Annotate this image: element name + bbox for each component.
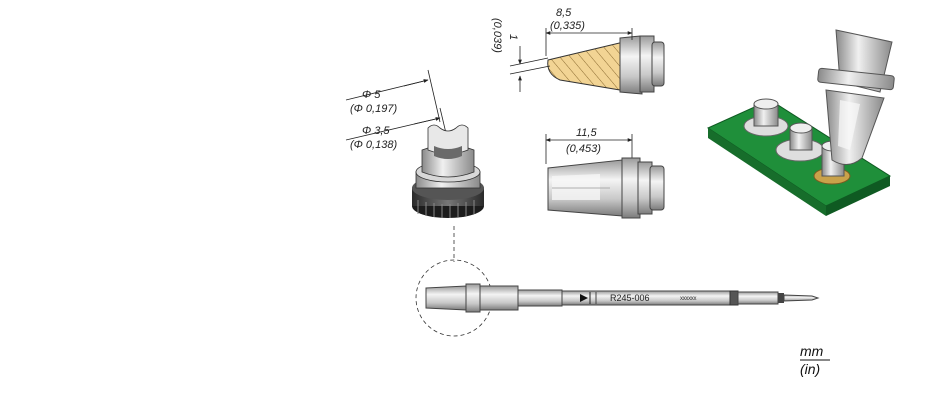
unit-secondary: (in) xyxy=(800,361,820,377)
dim-outer-diameter-in: (Φ 0,197) xyxy=(350,103,397,115)
dim-thickness-in: (0,039) xyxy=(491,18,503,53)
serial-label: xxxxxx xyxy=(680,296,697,302)
unit-primary: mm xyxy=(800,343,824,359)
dim-inner-diameter-in: (Φ 0,138) xyxy=(350,139,397,151)
dim-length-mm: 11,5 xyxy=(576,127,597,139)
tinned-face xyxy=(547,39,633,93)
dim-outer-diameter-mm: Φ 5 xyxy=(362,89,381,101)
dim-length-in: (0,453) xyxy=(566,143,601,155)
end-view: Φ 5 (Φ 0,197) Φ 3,5 (Φ 0,138) xyxy=(345,69,484,218)
unit-legend: mm (in) xyxy=(800,343,830,377)
dim-side-width-mm: 8,5 xyxy=(556,7,572,19)
dim-side-width-in: (0,335) xyxy=(550,20,585,32)
model-label: R245-006 xyxy=(610,293,650,303)
dim-inner-diameter-mm: Φ 3,5 xyxy=(362,125,390,137)
application-illustration xyxy=(706,29,895,216)
dim-thickness-mm: 1 xyxy=(507,34,519,40)
cartridge-overview: R245-006 xxxxxx xyxy=(415,226,820,337)
top-view: 8,5 (0,335) 1 (0,039) xyxy=(491,7,665,95)
side-view: 11,5 (0,453) xyxy=(545,127,665,219)
